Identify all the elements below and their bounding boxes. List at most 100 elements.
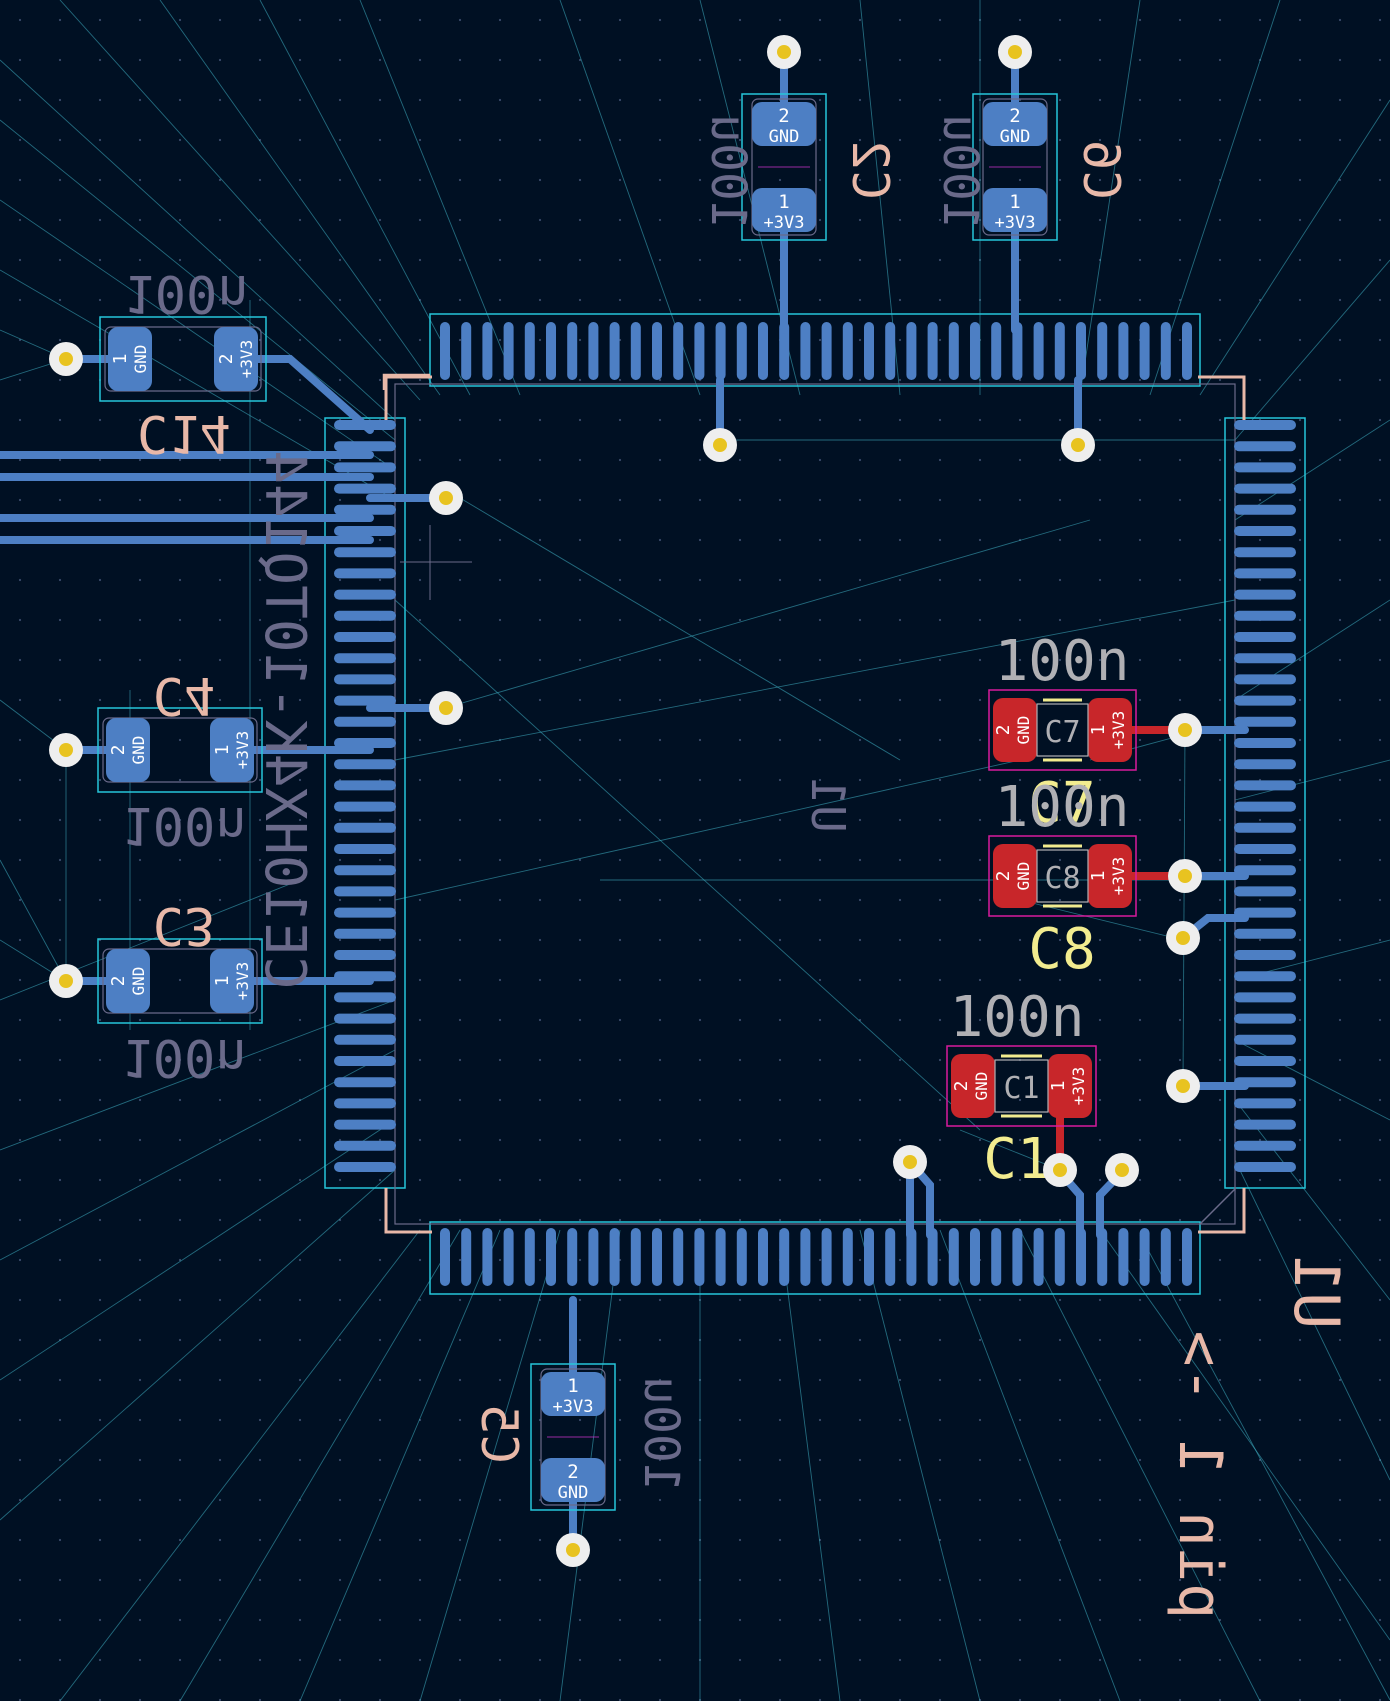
chip-pin-left [334,865,396,876]
cap-pad [214,327,258,391]
chip-pin-right [1234,738,1296,748]
cap-courtyard [530,1363,616,1511]
cap-pad-net: GND [1014,716,1033,745]
chip-pin-left [334,674,396,685]
chip-pin-left [334,992,396,1003]
via-hole [59,974,73,988]
chip-pin-top [736,322,747,380]
cap-pad [210,949,254,1013]
chip-pin-top [1182,322,1192,380]
chip-pin-left [334,526,396,536]
chip-u1[interactable] [324,313,1306,1295]
ratsnest-line [419,1229,561,1701]
chip-pin-top [461,322,472,380]
cap-pad-number: 2 [993,725,1014,736]
cap-fab-outline [751,98,817,236]
chip-pin-bottom [609,1228,620,1286]
cap-pad-net: +3V3 [1109,711,1128,750]
chip-pin-right [1234,886,1296,897]
chip-pin-left [334,780,396,791]
chip-pin-right [1234,1098,1296,1109]
chip-pin-left [334,1098,396,1109]
chip-pin-bottom [821,1228,832,1286]
cap-pad [541,1372,605,1416]
cap-pad [108,327,152,391]
ratsnest-line [0,1119,396,1381]
cap-ref-label: C1 [983,1127,1050,1192]
chip-pin-bottom [694,1228,705,1286]
cap-pad-net: +3V3 [553,1397,594,1417]
ratsnest-line [1234,1039,1390,1121]
chip-pin-right [1234,992,1296,1003]
chip-pin-left [334,950,396,960]
chip-value-label: CE10HX4K-10TQ144 [252,450,317,989]
chip-pin-left [334,822,396,833]
chip-center-ref: U1 [801,777,855,832]
chip-pin-right [1234,1162,1296,1172]
chip-pin-left [334,504,396,515]
cap-pad-number: 1 [778,191,789,213]
chip-pin-top [440,322,450,380]
chip-pin-left [334,738,396,748]
chip-pin-top [503,322,514,380]
chip-pin-right [1234,1056,1296,1066]
chip-pin-right [1234,632,1296,642]
ratsnest-line [0,269,396,501]
cap-courtyard [988,689,1137,771]
cap-pad-net: +3V3 [1069,1067,1088,1106]
via-hole [1178,723,1192,737]
chip-pin-left [334,483,396,494]
cap-value-label: 100n [995,629,1130,694]
ratsnest-line [1182,729,1186,1087]
cap-value-label: 100n [121,1027,246,1087]
chip-pin-bottom [715,1228,726,1286]
chip-pin-left [334,759,396,770]
cap-courtyard [988,835,1137,917]
cap-pad [951,1054,995,1118]
chip-pin-left [334,1077,396,1088]
cap-fab-ref: C7 [1044,715,1080,750]
cap-pad-number: 2 [951,1081,972,1092]
chip-courtyard-right [1224,417,1306,1189]
via-hole [777,45,791,59]
cap-value-label: 100n [121,795,246,855]
chip-pin-right [1234,653,1296,664]
chip-pin-top [948,322,959,380]
ratsnest-line [0,119,396,441]
chip-pin-left [334,610,396,621]
chip-pin-right [1234,1034,1296,1045]
chip-pin-top [1118,322,1129,380]
chip-pin-left [334,632,396,642]
cap-pad-net: GND [129,967,148,996]
chip-pin-right [1234,801,1296,812]
cap-pad [1088,698,1132,762]
chip-pin-top [991,322,1002,380]
cap-pad-net: GND [558,1483,589,1503]
chip-pin-right [1234,568,1296,579]
chip-pin-right [1234,462,1296,473]
cap-value-label: 100u [932,114,988,230]
chip-pin-bottom [546,1228,556,1286]
chip-pin-top [970,322,980,380]
chip-pin-top [694,322,705,380]
cap-pad-number: 1 [1088,871,1109,882]
cap-value-label: 100u [633,1376,689,1492]
cap-ref-label: C14 [137,403,231,463]
ratsnest-line [0,199,396,471]
ratsnest-line [0,859,67,982]
chip-pin-right [1234,822,1296,833]
chip-pin-bottom [1076,1228,1086,1286]
chip-pin-right [1234,610,1296,621]
